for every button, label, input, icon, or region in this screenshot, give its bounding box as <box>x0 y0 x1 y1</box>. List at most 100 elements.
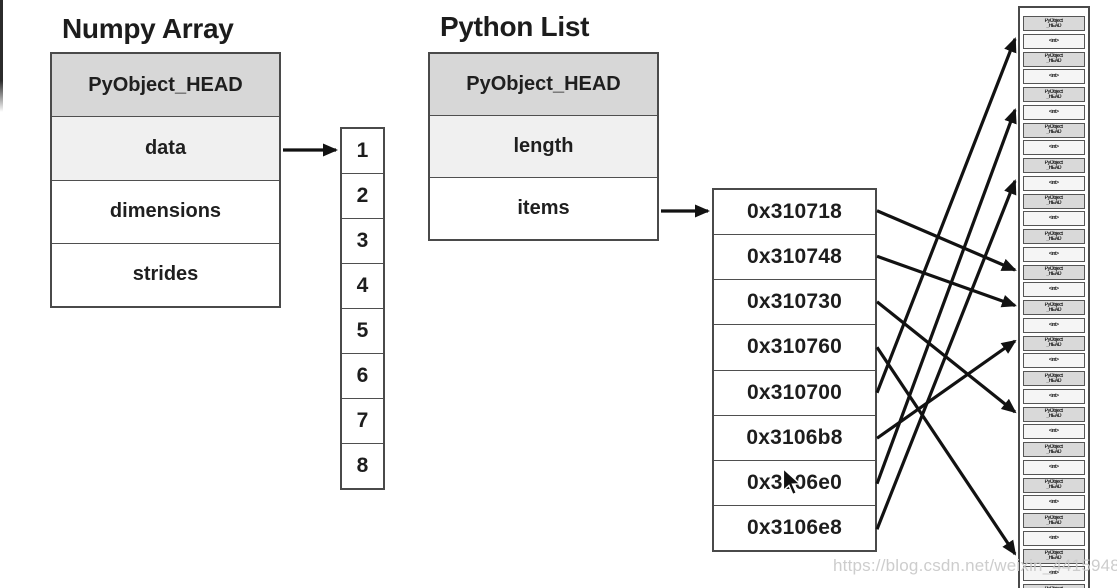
pyobject-head-cell: PyObject_HEAD <box>1023 548 1085 564</box>
pyobject-head-line1: PyObject <box>1044 124 1064 130</box>
pyobject-value-label: <int> <box>1049 215 1059 221</box>
video-edge-artifact <box>0 0 3 112</box>
arrow-pointer-7 <box>875 179 1017 530</box>
pyobject-value-cell: <int> <box>1023 530 1085 546</box>
pyobject-head-cell: PyObject_HEAD <box>1023 371 1085 386</box>
pyobject-head-line2: _HEAD <box>1046 378 1062 384</box>
buffer-value-cell: 5 <box>342 308 383 353</box>
pyobject-value-label: <int> <box>1049 570 1059 576</box>
pyobject-head-line2: _HEAD <box>1046 23 1062 29</box>
pointer-address-cell: 0x3106e8 <box>714 504 875 550</box>
pyobject-head-cell: PyObject_HEAD <box>1023 51 1085 67</box>
python-struct-row-items: items <box>430 177 657 239</box>
arrow-pointer-5 <box>876 339 1017 440</box>
pyobject-head-line2: _HEAD <box>1046 271 1062 277</box>
pyobject-head-line1: PyObject <box>1044 515 1064 521</box>
pyobject-head-line2: _HEAD <box>1046 413 1062 419</box>
pyobject-head-line2: _HEAD <box>1046 58 1062 64</box>
buffer-value-cell: 7 <box>342 398 383 443</box>
python-struct-row-pyobject_head: PyObject_HEAD <box>430 54 657 115</box>
pyobject-head-cell: PyObject_HEAD <box>1023 229 1085 244</box>
numpy-struct-row-strides: strides <box>52 242 279 306</box>
pyobject-head-cell: PyObject_HEAD <box>1023 335 1085 351</box>
pyobject-head-cell: PyObject_HEAD <box>1023 122 1085 138</box>
pyobject-head-line2: _HEAD <box>1046 342 1062 348</box>
pyobject-head-line2: _HEAD <box>1046 484 1062 490</box>
pyobject-value-cell: <int> <box>1023 495 1085 510</box>
arrow-pointer-6 <box>875 108 1017 485</box>
pyobject-head-cell: PyObject_HEAD <box>1023 300 1085 315</box>
pyobject-value-cell: <int> <box>1023 388 1085 404</box>
pointer-address-cell: 0x310718 <box>746 200 843 224</box>
pointer-address-cell: 0x310760 <box>714 324 875 369</box>
python-list-title: Python List <box>440 11 590 42</box>
pyobject-value-label: <int> <box>1049 38 1059 44</box>
pyobject-head-line1: PyObject <box>1044 550 1064 556</box>
pyobject-value-label: <int> <box>1049 286 1059 292</box>
pyobject-head-cell: PyObject_HEAD <box>1023 87 1085 102</box>
pyobject-value-cell: <int> <box>1023 104 1085 120</box>
pyobject-column: PyObject_HEAD<int>PyObject_HEAD<int>PyOb… <box>1018 6 1090 588</box>
pyobject-value-label: <int> <box>1049 535 1059 541</box>
pyobject-value-cell: <int> <box>1023 69 1085 84</box>
arrow-pointer-2 <box>876 300 1017 414</box>
pyobject-value-cell: <int> <box>1023 282 1085 297</box>
pyobject-value-cell: <int> <box>1023 211 1085 226</box>
pyobject-head-line1: PyObject <box>1044 18 1064 24</box>
pyobject-head-line1: PyObject <box>1044 408 1064 414</box>
pyobject-value-cell: <int> <box>1023 317 1085 333</box>
pyobject-head-cell: PyObject_HEAD <box>1023 406 1085 422</box>
pyobject-head-line1: PyObject <box>1044 231 1064 237</box>
pyobject-head-line1: PyObject <box>1045 586 1064 588</box>
arrow-pointer-4 <box>875 37 1017 394</box>
buffer-value-cell: 8 <box>342 443 383 488</box>
pyobject-head-line1: PyObject <box>1044 302 1064 308</box>
pyobject-head-line2: _HEAD <box>1046 449 1062 455</box>
pyobject-head-line2: _HEAD <box>1046 307 1062 313</box>
pyobject-value-cell: <int> <box>1023 140 1085 155</box>
buffer-value-cell: 1 <box>356 139 369 162</box>
pyobject-value-label: <int> <box>1049 73 1059 79</box>
pyobject-value-label: <int> <box>1049 144 1059 150</box>
pyobject-value-cell: <int> <box>1023 424 1085 439</box>
pyobject-value-label: <int> <box>1049 251 1059 257</box>
numpy-array-title: Numpy Array <box>62 13 234 44</box>
pyobject-head-line1: PyObject <box>1044 53 1064 59</box>
python-struct-row-length: length <box>430 115 657 177</box>
pyobject-head-line2: _HEAD <box>1046 94 1062 100</box>
numpy-struct-row-data: data <box>52 116 279 180</box>
watermark: https://blog.csdn.net/weixin_44159487 <box>833 556 1117 575</box>
pyobject-value-label: <int> <box>1049 357 1059 363</box>
pyobject-head-cell: PyObject_HEAD <box>1023 158 1085 173</box>
pyobject-value-label: <int> <box>1049 180 1059 186</box>
pyobject-head-cell: PyObject_HEAD <box>1023 513 1085 528</box>
pointer-address-cell: 0x310748 <box>714 234 875 279</box>
pyobject-head-line2: _HEAD <box>1046 236 1062 242</box>
pyobject-value-label: <int> <box>1049 464 1059 470</box>
pointer-address-cell: 0x3106b8 <box>714 414 875 460</box>
buffer-value-cell: 2 <box>342 173 383 218</box>
numpy-struct-row-pyobject_head: PyObject_HEAD <box>52 54 279 117</box>
arrow-pointer-1 <box>876 254 1017 308</box>
pyobject-head-cell: PyObject_HEAD <box>1023 584 1085 588</box>
pyobject-value-cell: <int> <box>1023 566 1085 581</box>
pyobject-value-label: <int> <box>1049 322 1059 328</box>
pyobject-head-line2: _HEAD <box>1046 555 1062 561</box>
numpy-struct-row-dimensions: dimensions <box>52 179 279 243</box>
pointer-address-cell: 0x310730 <box>714 279 875 324</box>
arrow-pointer-0 <box>876 209 1017 272</box>
pyobject-value-cell: <int> <box>1023 246 1085 262</box>
pyobject-head-cell: PyObject_HEAD <box>1023 442 1085 457</box>
buffer-value-cell: 6 <box>342 353 383 398</box>
pyobject-head-line1: PyObject <box>1044 195 1064 201</box>
pointer-address-cell: 0x3106e0 <box>714 459 875 505</box>
pyobject-head-cell: PyObject_HEAD <box>1023 16 1085 31</box>
arrow-pointer-3 <box>875 346 1017 556</box>
pyobject-head-line1: PyObject <box>1044 160 1064 166</box>
pyobject-head-cell: PyObject_HEAD <box>1023 264 1085 280</box>
